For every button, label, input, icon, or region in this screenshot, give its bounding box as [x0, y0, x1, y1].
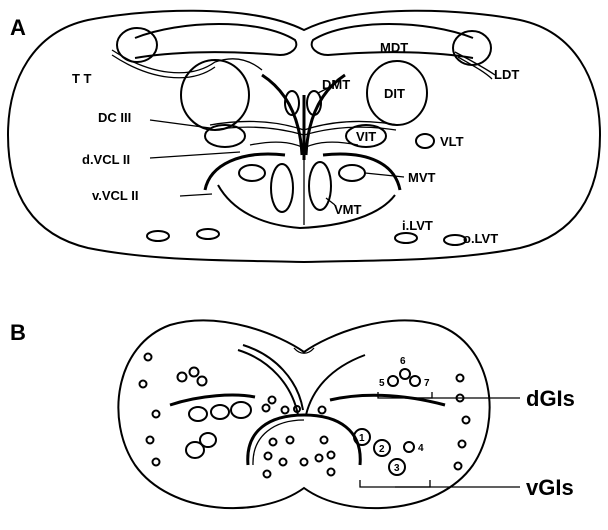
dgi-circle-6	[400, 369, 410, 379]
panel-a-letter: A	[10, 15, 26, 40]
label-dc3: DC III	[98, 110, 131, 125]
ventral-circle	[264, 471, 271, 478]
dorsal-horn-right	[306, 355, 365, 415]
num-6: 6	[400, 356, 406, 367]
small-circle	[269, 397, 276, 404]
dgi-circle-7	[410, 376, 420, 386]
cluster-circle	[178, 373, 187, 382]
mvt-left-ellipse	[239, 165, 265, 181]
label-vgis: vGIs	[526, 475, 574, 500]
dvcl2-leader	[150, 152, 240, 158]
dorsal-cluster-left	[178, 368, 207, 386]
num-4: 4	[418, 443, 424, 454]
ldt-right-ellipse	[453, 31, 491, 65]
commissure-3	[250, 142, 302, 147]
vvcl2-leader	[180, 194, 212, 196]
label-dgis: dGIs	[526, 386, 575, 411]
label-ilvt: i.LVT	[402, 218, 433, 233]
large-circle	[189, 407, 207, 421]
ventral-circle	[321, 437, 328, 444]
dc3-leader	[150, 120, 210, 128]
mvt-right-ellipse	[339, 165, 365, 181]
small-circle	[153, 459, 160, 466]
num-3: 3	[394, 463, 400, 474]
label-ldt: LDT	[494, 67, 519, 82]
small-circle	[463, 417, 470, 424]
ventral-circle	[270, 439, 277, 446]
small-circle	[459, 441, 466, 448]
vcl-outer-right	[323, 154, 400, 190]
small-circle	[319, 407, 326, 414]
small-circle	[455, 463, 462, 470]
ventral-circle	[328, 469, 335, 476]
small-circle	[140, 381, 147, 388]
num-7: 7	[424, 378, 430, 389]
ventral-left-large-circles	[186, 402, 251, 458]
panel-b-letter: B	[10, 320, 26, 345]
ventral-circle	[265, 453, 272, 460]
panel-a: A	[8, 11, 600, 262]
large-circle	[211, 405, 229, 419]
large-circle	[231, 402, 251, 418]
mdt-left-tract	[135, 24, 296, 58]
ventral-circle	[280, 459, 287, 466]
ventral-circle	[287, 437, 294, 444]
num-2: 2	[379, 444, 385, 455]
vgis-bracket	[360, 480, 430, 487]
ventral-boundary	[218, 185, 395, 228]
label-vlt: VLT	[440, 134, 464, 149]
mvt-leader	[365, 173, 404, 177]
label-dmt: DMT	[322, 77, 350, 92]
label-vit: VIT	[356, 129, 376, 144]
small-circle	[147, 437, 154, 444]
vmt-right-ellipse	[309, 162, 331, 210]
intermediate-left	[170, 395, 255, 405]
label-mdt: MDT	[380, 40, 408, 55]
ventral-small-circles	[264, 437, 335, 478]
num-1: 1	[359, 433, 365, 444]
intermediate-right	[330, 395, 445, 405]
ldt-line-2	[458, 57, 492, 79]
cluster-circle	[190, 368, 199, 377]
cluster-circle	[198, 377, 207, 386]
label-dit: DIT	[384, 86, 405, 101]
ventral-circle	[328, 452, 335, 459]
vmt-left-ellipse	[271, 164, 293, 212]
small-circle	[263, 405, 270, 412]
small-circle	[282, 407, 289, 414]
label-mvt: MVT	[408, 170, 436, 185]
vlt-ellipse	[416, 134, 434, 148]
small-circle	[457, 375, 464, 382]
ventral-circle	[316, 455, 323, 462]
vgi-circle-4	[404, 442, 414, 452]
lvt-left-2	[197, 229, 219, 239]
label-vvcl2: v.VCL II	[92, 188, 138, 203]
dgis-cluster	[388, 369, 420, 386]
large-circle	[200, 433, 216, 447]
small-circle	[145, 354, 152, 361]
panel-b: B	[10, 320, 575, 508]
label-olvt: o.LVT	[463, 231, 498, 246]
label-dvcl2: d.VCL II	[82, 152, 130, 167]
small-circle	[153, 411, 160, 418]
dgi-circle-5	[388, 376, 398, 386]
lvt-left-1	[147, 231, 169, 241]
label-vmt: VMT	[334, 202, 362, 217]
ilvt-ellipse	[395, 233, 417, 243]
ventral-circle	[301, 459, 308, 466]
label-tt: T T	[72, 71, 92, 86]
dit-left-ellipse	[181, 60, 249, 130]
num-5: 5	[379, 378, 385, 389]
